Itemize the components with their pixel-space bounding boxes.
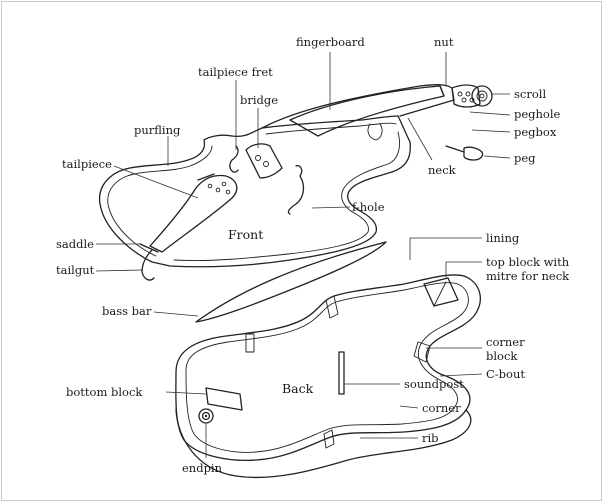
bridge-heart-2 xyxy=(263,161,269,167)
leader-f-hole xyxy=(311,206,351,209)
neck-heel xyxy=(367,123,383,141)
bridge-heart-1 xyxy=(255,155,261,161)
label-tailpiece-fret: tailpiece fret xyxy=(198,65,273,79)
peghole-1 xyxy=(457,91,463,97)
label-tailpiece: tailpiece xyxy=(62,157,112,171)
label-tailgut: tailgut xyxy=(56,263,95,277)
tailpiece-hole-4 xyxy=(225,189,231,195)
label-bottom-block: bottom block xyxy=(66,385,143,399)
corner-block-left-lower xyxy=(323,429,335,449)
label-peg: peg xyxy=(514,151,536,165)
leader-bottom-block xyxy=(165,391,207,395)
f-hole-left xyxy=(229,145,239,173)
label-soundpost: soundpost xyxy=(404,377,464,391)
leader-tailpiece xyxy=(113,165,199,199)
corner-block-upper xyxy=(325,295,339,319)
label-bridge: bridge xyxy=(240,93,278,107)
front-nut xyxy=(439,85,445,97)
front-body-outline xyxy=(98,115,411,268)
tailpiece-hole-3 xyxy=(221,181,227,187)
peghole-3 xyxy=(465,91,471,97)
peghole-4 xyxy=(469,97,475,103)
endpin-outer xyxy=(198,408,214,424)
label-rib: rib xyxy=(422,431,439,445)
corner-block-lower xyxy=(413,341,431,363)
label-top-block-line2: mitre for neck xyxy=(486,269,570,283)
violin-front-illustration xyxy=(98,84,493,281)
violin-back-illustration xyxy=(175,274,481,479)
rib-bottom-edge xyxy=(175,409,472,479)
front-tailpiece xyxy=(149,174,238,253)
label-corner-block-line1: corner xyxy=(486,335,525,349)
leader-bass-bar xyxy=(153,311,199,317)
label-fingerboard: fingerboard xyxy=(296,35,365,49)
front-scroll xyxy=(471,85,493,107)
leader-peg xyxy=(483,155,511,159)
label-c-bout: C-bout xyxy=(486,367,525,381)
front-bridge xyxy=(245,143,283,179)
peghole-2 xyxy=(461,97,467,103)
peg-drawing xyxy=(445,145,484,161)
label-peghole: peghole xyxy=(514,107,561,121)
leader-neck xyxy=(407,117,433,161)
front-tailgut xyxy=(141,249,155,281)
label-nut: nut xyxy=(434,35,454,49)
endpin-inner xyxy=(201,411,211,421)
corner-block-left-upper xyxy=(245,333,255,353)
front-scroll-eye xyxy=(479,93,485,99)
endpin-center xyxy=(204,414,208,418)
soundpost-drawing xyxy=(338,351,345,395)
tailpiece-hole-2 xyxy=(215,187,221,193)
bass-bar-drawing xyxy=(195,241,387,323)
leader-corner xyxy=(399,405,419,409)
leader-tailgut xyxy=(95,269,143,272)
front-tailpiece-fret xyxy=(197,173,215,181)
leader-top-block xyxy=(445,261,482,278)
tailpiece-hole-1 xyxy=(207,183,213,189)
label-f-hole: f-hole xyxy=(352,200,385,214)
leader-lining xyxy=(409,237,482,260)
top-block-mitre xyxy=(433,281,447,307)
label-neck: neck xyxy=(428,163,457,177)
label-pegbox: pegbox xyxy=(514,125,557,139)
label-lining: lining xyxy=(486,231,520,245)
ribs-inner-edge xyxy=(185,282,469,453)
front-scroll-inner xyxy=(476,90,488,102)
label-back: Back xyxy=(282,381,314,396)
top-block-drawing xyxy=(423,277,459,307)
front-pegbox xyxy=(451,84,481,108)
f-hole-right xyxy=(287,164,305,215)
front-fingerboard xyxy=(289,85,445,137)
label-saddle: saddle xyxy=(56,237,94,251)
label-front: Front xyxy=(228,227,263,242)
bottom-block-drawing xyxy=(205,387,243,411)
label-endpin: endpin xyxy=(182,461,223,475)
leader-peghole xyxy=(469,111,511,116)
leader-pegbox xyxy=(471,129,511,133)
leader-c-bout xyxy=(439,373,483,377)
front-neck xyxy=(261,84,455,129)
label-scroll: scroll xyxy=(514,87,546,101)
leader-lines xyxy=(95,52,511,458)
label-corner-block-line2: block xyxy=(486,349,518,363)
label-purfling: purfling xyxy=(134,123,181,137)
front-saddle xyxy=(139,243,159,253)
label-top-block-line1: top block with xyxy=(486,255,570,269)
label-bass-bar: bass bar xyxy=(102,304,152,318)
label-corner: corner xyxy=(422,401,461,415)
labels: fingerboard nut tailpiece fret bridge sc… xyxy=(56,35,570,475)
